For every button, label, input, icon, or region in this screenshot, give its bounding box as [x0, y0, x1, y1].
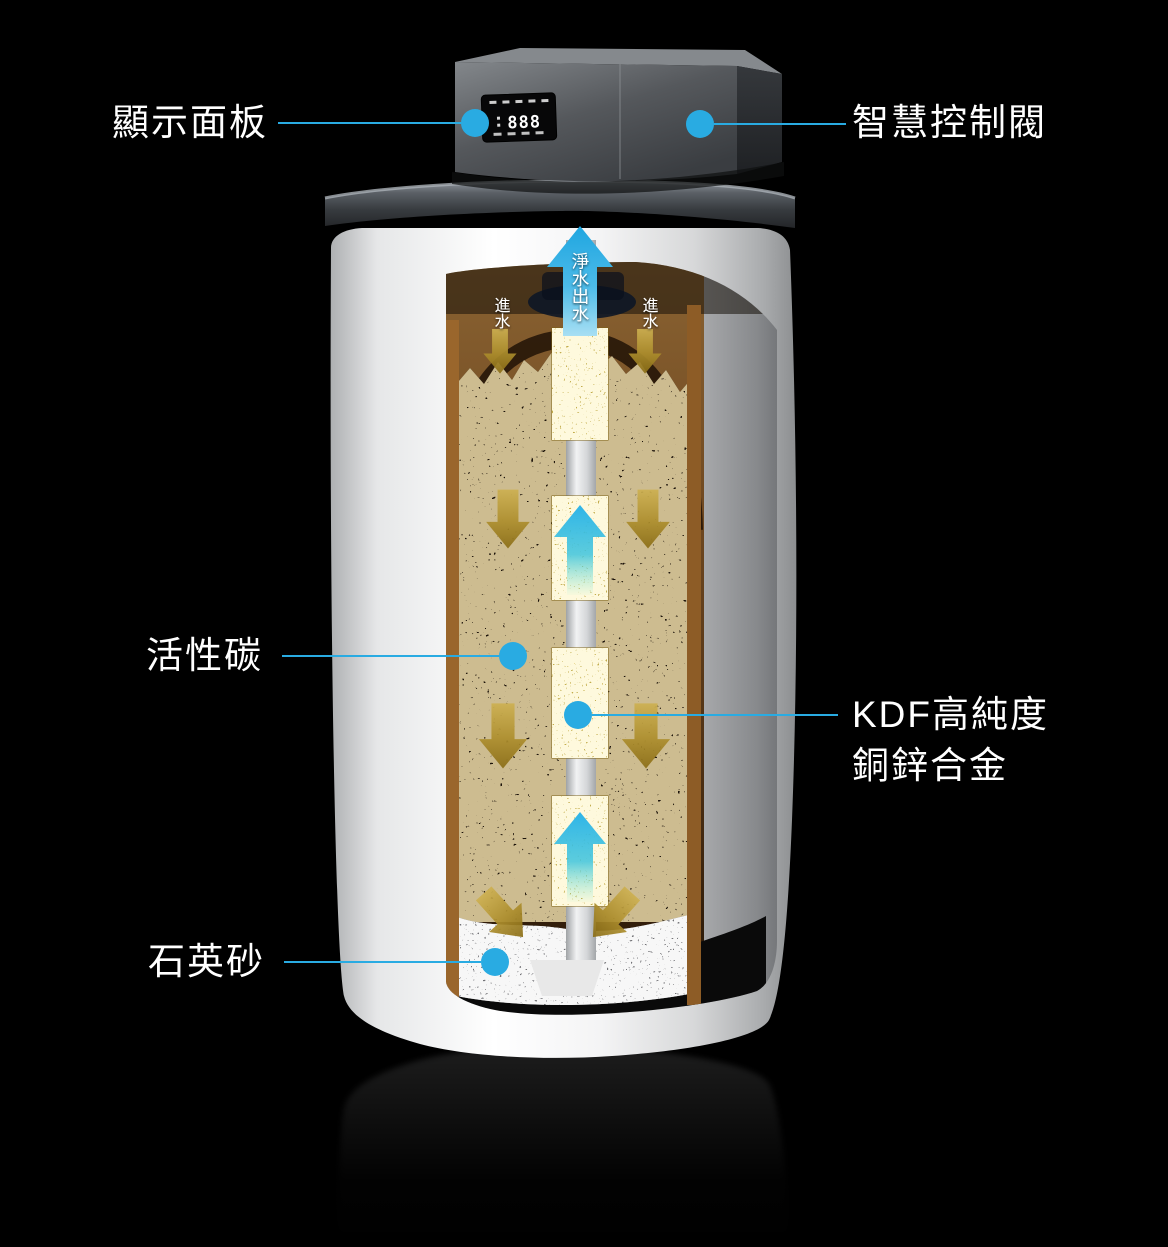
control-valve-head: 888 — [452, 48, 784, 194]
callout-graphics — [278, 122, 846, 963]
led-display: 888 — [480, 92, 558, 143]
display-digits: 888 — [507, 112, 541, 133]
outlet-arrow-up-icon — [547, 226, 613, 336]
callout-dot-display-panel — [461, 109, 489, 137]
label-quartz-sand: 石英砂 — [148, 941, 265, 982]
callout-dot-smart-valve — [686, 110, 714, 138]
label-kdf-line2: 銅鋅合金 — [852, 744, 1008, 786]
display-colon — [496, 116, 501, 127]
cut-wall-strip-right — [687, 305, 701, 1005]
cut-wall-strip-left — [446, 320, 459, 1010]
callout-dots — [461, 109, 714, 976]
label-kdf-alloy: KDF高純度 銅鋅合金 — [852, 694, 1049, 787]
reflection-fade — [280, 1056, 900, 1247]
head-side-face — [737, 66, 782, 174]
label-display-panel: 顯示面板 — [112, 102, 268, 143]
head-front-face — [455, 62, 737, 182]
label-activated-carbon: 活性碳 — [146, 635, 263, 676]
inlet-flow-label-left: 進水 — [492, 297, 511, 329]
callout-dot-activated-carbon — [499, 642, 527, 670]
bottom-distributor-funnel — [530, 960, 604, 996]
outlet-flow-label: 淨水出水 — [570, 252, 590, 322]
head-top-face — [455, 48, 782, 74]
label-kdf-line1: KDF高純度 — [852, 694, 1049, 735]
inlet-flow-label-right: 進水 — [640, 297, 659, 329]
display-ticks-top — [489, 98, 549, 105]
head-bottom-shadow — [452, 162, 784, 194]
callout-dot-kdf — [564, 701, 592, 729]
collar-rim-highlight — [324, 179, 796, 200]
kdf-block — [551, 327, 609, 441]
display-ticks-bottom — [493, 131, 544, 136]
tank-collar — [325, 181, 795, 228]
label-smart-control-valve: 智慧控制閥 — [852, 102, 1047, 143]
callout-dot-quartz-sand — [481, 948, 509, 976]
